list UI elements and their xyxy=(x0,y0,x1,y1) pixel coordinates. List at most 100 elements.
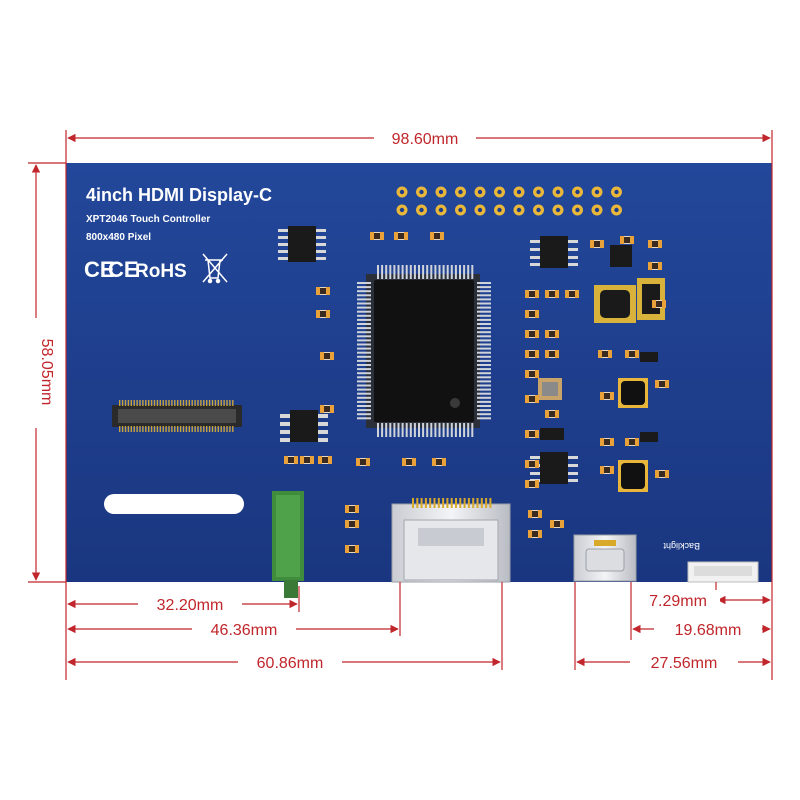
smd-passive xyxy=(648,240,662,248)
smd-passive xyxy=(550,520,564,528)
fpc-connector xyxy=(112,400,242,432)
smd-passive xyxy=(545,330,559,338)
smd-passive xyxy=(620,236,634,244)
gpio-pad xyxy=(591,186,603,198)
smd-passive xyxy=(345,545,359,553)
small-ic-left xyxy=(278,226,326,262)
rohs-mark: RoHS xyxy=(135,261,187,282)
smd-passive xyxy=(525,290,539,298)
gpio-pad xyxy=(396,186,408,198)
smd-passive xyxy=(652,300,666,308)
smd-passive xyxy=(528,510,542,518)
gpio-pad xyxy=(396,204,408,216)
smd-passive xyxy=(320,405,334,413)
passive-components xyxy=(284,232,669,553)
ce-mark-second: CE xyxy=(108,257,139,282)
smd-passive xyxy=(525,480,539,488)
soic-chip-left xyxy=(280,410,328,442)
gpio-pad xyxy=(416,186,427,198)
ce-mark: CE xyxy=(84,257,115,282)
backlight-connector xyxy=(687,561,759,583)
smd-passive xyxy=(356,458,370,466)
smd-passive xyxy=(316,310,330,318)
gpio-pad xyxy=(474,204,486,216)
gpio-pad xyxy=(455,204,466,216)
smd-passive xyxy=(655,380,669,388)
smd-passive xyxy=(284,456,298,464)
smd-passive xyxy=(625,350,639,358)
board-resolution: 800x480 Pixel xyxy=(86,232,151,243)
gpio-pad xyxy=(435,204,447,216)
smd-passive xyxy=(394,232,408,240)
gpio-pad xyxy=(533,186,544,198)
smd-passive xyxy=(525,330,539,338)
smd-passive xyxy=(345,505,359,513)
gpio-header xyxy=(396,186,622,216)
weee-bin-icon xyxy=(202,253,228,284)
gpio-pad xyxy=(494,186,505,198)
gpio-pad xyxy=(611,186,622,198)
height-label: 58.05mm xyxy=(38,339,55,406)
usb-left-offset-label: 27.56mm xyxy=(651,655,718,672)
gpio-pad xyxy=(416,204,427,216)
gpio-pad xyxy=(552,204,564,216)
smd-passive xyxy=(300,456,314,464)
smd-passive xyxy=(625,438,639,446)
smd-passive xyxy=(320,352,334,360)
backlight-offset-label: 7.29mm xyxy=(649,593,707,610)
smd-passive xyxy=(402,458,416,466)
gpio-pad xyxy=(513,204,525,216)
dimension-labels: 98.60mm 58.05mm 32.20mm 46.36mm 60.86mm … xyxy=(26,126,762,672)
smd-passive xyxy=(545,290,559,298)
smd-passive xyxy=(545,350,559,358)
gpio-pad xyxy=(494,204,505,216)
width-label: 98.60mm xyxy=(392,131,459,148)
usb-right-offset-label: 19.68mm xyxy=(675,622,742,639)
smd-passive xyxy=(600,438,614,446)
smd-passive xyxy=(648,262,662,270)
smd-passive xyxy=(316,287,330,295)
smd-passive xyxy=(318,456,332,464)
smd-passive xyxy=(525,370,539,378)
gpio-pad xyxy=(513,186,525,198)
smd-passive xyxy=(525,310,539,318)
backlight-label: Backlight xyxy=(663,541,700,551)
smd-passive xyxy=(430,232,444,240)
smd-passive xyxy=(432,458,446,466)
smd-passive xyxy=(345,520,359,528)
gpio-pad xyxy=(572,204,583,216)
gpio-pad xyxy=(591,204,603,216)
main-controller-chip xyxy=(357,265,491,437)
smd-passive xyxy=(565,290,579,298)
smd-passive xyxy=(370,232,384,240)
smd-passive xyxy=(590,240,604,248)
micro-usb-connector xyxy=(573,534,637,582)
smd-passive xyxy=(528,530,542,538)
label-area xyxy=(104,494,244,514)
smd-passive xyxy=(600,392,614,400)
smd-passive xyxy=(655,470,669,478)
gpio-pad xyxy=(533,204,544,216)
gpio-pad xyxy=(474,186,486,198)
board-title: 4inch HDMI Display-C xyxy=(86,185,272,205)
gpio-pad xyxy=(552,186,564,198)
gpio-pad xyxy=(455,186,466,198)
smd-passive xyxy=(525,460,539,468)
board-subtitle: XPT2046 Touch Controller xyxy=(86,214,210,225)
gpio-pad xyxy=(611,204,622,216)
hdmi-offset-label: 46.36mm xyxy=(211,622,278,639)
gpio-pad xyxy=(435,186,447,198)
smd-passive xyxy=(525,430,539,438)
gpio-pad xyxy=(572,186,583,198)
audio-offset-label: 32.20mm xyxy=(157,597,224,614)
smd-passive xyxy=(598,350,612,358)
smd-passive xyxy=(545,410,559,418)
certification-logos: CE CE RoHS xyxy=(84,253,228,284)
hdmi-right-offset-label: 60.86mm xyxy=(257,655,324,672)
hdmi-connector xyxy=(391,498,511,583)
smd-passive xyxy=(525,350,539,358)
smd-passive xyxy=(600,466,614,474)
audio-jack xyxy=(272,491,304,598)
smd-passive xyxy=(525,395,539,403)
